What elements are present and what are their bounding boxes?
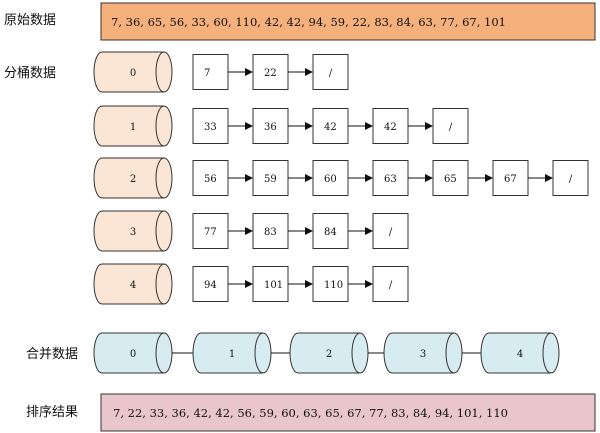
merged-bucket-1: 1 [192, 332, 272, 374]
node-value: 94 [204, 280, 217, 291]
merged-bucket-0-label: 0 [130, 349, 136, 360]
node-value: 84 [324, 227, 337, 238]
bucket-0-cylinder: 0 [93, 51, 173, 93]
bucket-3-label: 3 [130, 227, 136, 238]
bucket-1-node: 42 [372, 108, 409, 144]
merged-bucket-4-label: 4 [517, 349, 523, 360]
bucket-4-cylinder: 4 [93, 263, 173, 305]
bucket-4-node: 110 [312, 266, 349, 302]
bucket-row-0: 0 7 22 / [93, 51, 349, 93]
bucket-3-node: 84 [312, 213, 349, 249]
bucket-0-node: 7 [192, 54, 229, 90]
null-marker: / [389, 227, 393, 238]
bucket-3-node: 77 [192, 213, 229, 249]
bucket-2-node: 67 [492, 160, 529, 196]
node-value: 59 [264, 174, 277, 185]
merged-bucket-3: 3 [383, 332, 463, 374]
bucket-1-node: 33 [192, 108, 229, 144]
node-value: 42 [384, 122, 397, 133]
bucket-3-node: 83 [252, 213, 289, 249]
merged-bucket-1-label: 1 [229, 349, 235, 360]
bucket-rows: 0 7 22 / 1 33 36 42 42 / 2 56 59 60 63 65 67 / 3 77 83 84 / 4 94… [93, 51, 589, 305]
node-value: 7 [204, 68, 210, 79]
bucket-3-null-node: / [372, 213, 409, 249]
bucket-4-null-node: / [372, 266, 409, 302]
bucket-1-node: 42 [312, 108, 349, 144]
bucket-row-2: 2 56 59 60 63 65 67 / [93, 157, 589, 199]
bucket-1-cylinder: 1 [93, 105, 173, 147]
original-data-box [100, 2, 596, 41]
bucket-row-4: 4 94 101 110 / [93, 263, 409, 305]
merged-bucket-2: 2 [289, 332, 369, 374]
null-marker: / [329, 68, 333, 79]
original-sequence: 7, 36, 65, 56, 33, 60, 110, 42, 42, 94, … [111, 15, 506, 29]
merged-bucket-2-label: 2 [326, 349, 332, 360]
bucket-1-node: 36 [252, 108, 289, 144]
bucket-2-label: 2 [130, 174, 136, 185]
sorted-result-box [100, 393, 596, 432]
bucket-4-label: 4 [130, 280, 136, 291]
node-value: 56 [204, 174, 217, 185]
label-merged-data: 合并数据 [26, 347, 78, 362]
node-value: 33 [204, 122, 217, 133]
bucket-0-label: 0 [130, 68, 136, 79]
label-bucket-data: 分桶数据 [4, 66, 56, 81]
bucket-2-node: 56 [192, 160, 229, 196]
node-value: 101 [264, 280, 283, 291]
bucket-2-cylinder: 2 [93, 157, 173, 199]
bucket-2-null-node: / [552, 160, 589, 196]
node-value: 67 [504, 174, 517, 185]
bucket-row-3: 3 77 83 84 / [93, 210, 409, 252]
node-value: 22 [264, 68, 277, 79]
bucket-0-node: 22 [252, 54, 289, 90]
merged-bucket-3-label: 3 [420, 349, 426, 360]
label-sorted-result: 排序结果 [26, 405, 78, 420]
node-value: 77 [204, 227, 217, 238]
merged-bucket-0: 0 [93, 332, 173, 374]
null-marker: / [389, 280, 393, 291]
null-marker: / [569, 174, 573, 185]
node-value: 83 [264, 227, 277, 238]
bucket-1-null-node: / [432, 108, 469, 144]
node-value: 60 [324, 174, 337, 185]
bucket-2-node: 65 [432, 160, 469, 196]
bucket-row-1: 1 33 36 42 42 / [93, 105, 469, 147]
bucket-4-node: 101 [252, 266, 289, 302]
node-value: 36 [264, 122, 277, 133]
bucket-3-cylinder: 3 [93, 210, 173, 252]
bucket-4-node: 94 [192, 266, 229, 302]
node-value: 110 [324, 280, 343, 291]
bucket-1-label: 1 [130, 122, 136, 133]
node-value: 63 [384, 174, 397, 185]
bucket-2-node: 59 [252, 160, 289, 196]
bucket-0-null-node: / [312, 54, 349, 90]
node-value: 42 [324, 122, 337, 133]
null-marker: / [449, 122, 453, 133]
sorted-sequence: 7, 22, 33, 36, 42, 42, 56, 59, 60, 63, 6… [113, 406, 508, 420]
label-original-data: 原始数据 [4, 13, 56, 28]
node-value: 65 [444, 174, 457, 185]
merged-buckets-row: 0 1 2 3 4 [93, 332, 560, 374]
bucket-2-node: 63 [372, 160, 409, 196]
bucket-2-node: 60 [312, 160, 349, 196]
merged-bucket-4: 4 [480, 332, 560, 374]
